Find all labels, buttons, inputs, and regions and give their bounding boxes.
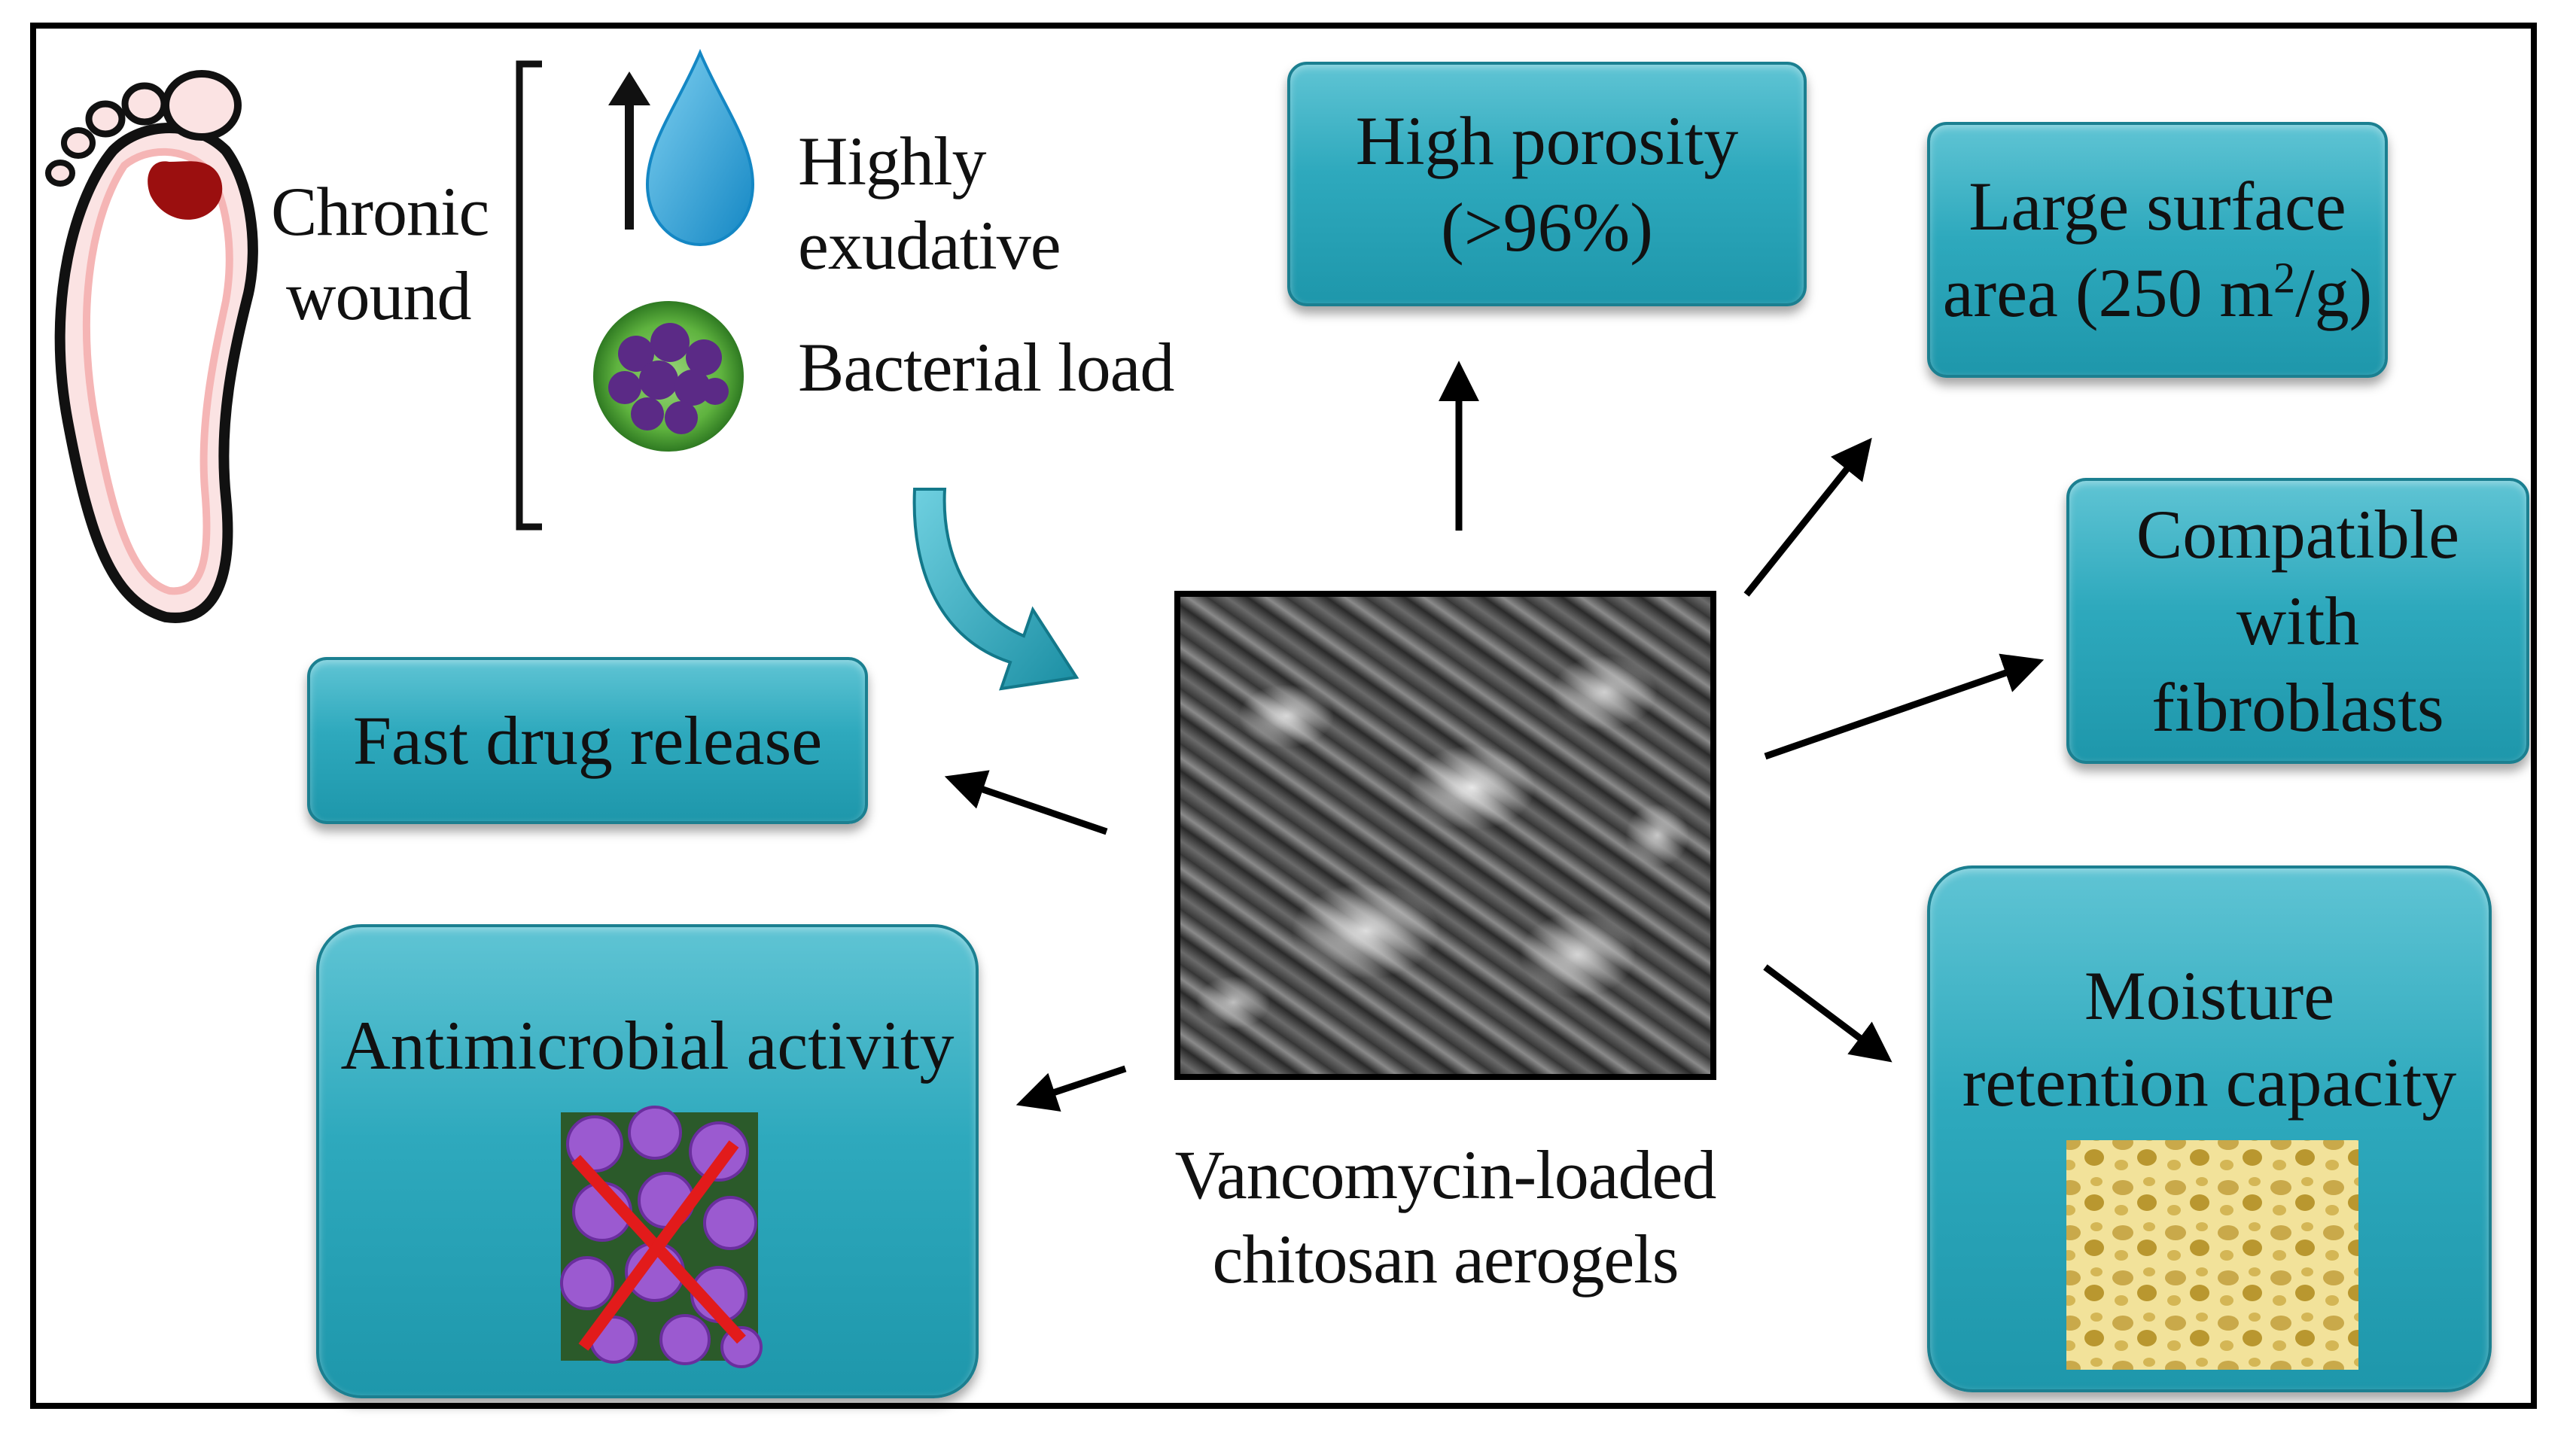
wound-label: Chronic wound <box>271 169 497 338</box>
wound-label-line1: Chronic <box>271 173 489 250</box>
exudate-label: Highly exudative <box>798 123 1061 284</box>
moisture-line1: Moisture <box>2084 957 2335 1034</box>
antimicrobial-label: Antimicrobial activity <box>340 1007 955 1084</box>
surface-sup: 2 <box>2273 253 2296 303</box>
wound-label-line2: wound <box>286 257 471 335</box>
porosity-box: High porosity (>96%) <box>1287 62 1807 306</box>
moisture-line2: retention capacity <box>1962 1044 2457 1121</box>
center-caption: Vancomycin-loaded chitosan aerogels <box>1129 1133 1761 1301</box>
surface-box: Large surface area (250 m2/g) <box>1927 122 2388 378</box>
surface-line2: area (250 m2/g) <box>1943 250 2373 336</box>
drug-release-label: Fast drug release <box>352 701 823 779</box>
porosity-line2: (>96%) <box>1441 188 1653 266</box>
bracket <box>516 60 542 531</box>
fibroblasts-box: Compatible with fibroblasts <box>2066 478 2529 764</box>
bacteria-icon <box>593 301 744 452</box>
curved-arrow-icon <box>912 488 1079 691</box>
fibroblasts-line1: Compatible with <box>2136 495 2460 659</box>
property-arrows <box>944 360 2045 1112</box>
bacteria-label: Bacterial load <box>798 329 1174 406</box>
antimicrobial-box: Antimicrobial activity <box>316 924 979 1398</box>
moisture-box: Moisture retention capacity <box>1927 865 2492 1392</box>
surface-line1: Large surface <box>1969 168 2346 245</box>
center-caption-line2: chitosan aerogels <box>1212 1221 1679 1298</box>
water-drop-icon <box>645 48 755 247</box>
surface-line2-pre: area (250 m <box>1942 254 2274 331</box>
center-caption-line1: Vancomycin-loaded <box>1174 1136 1717 1213</box>
foot-icon <box>45 70 258 623</box>
sem-image <box>1174 591 1716 1080</box>
fibroblasts-line2: fibroblasts <box>2151 668 2444 746</box>
surface-line2-post: /g) <box>2295 254 2373 331</box>
drug-release-box: Fast drug release <box>307 657 868 824</box>
porosity-line1: High porosity <box>1355 102 1739 179</box>
up-arrow-icon <box>608 71 650 230</box>
